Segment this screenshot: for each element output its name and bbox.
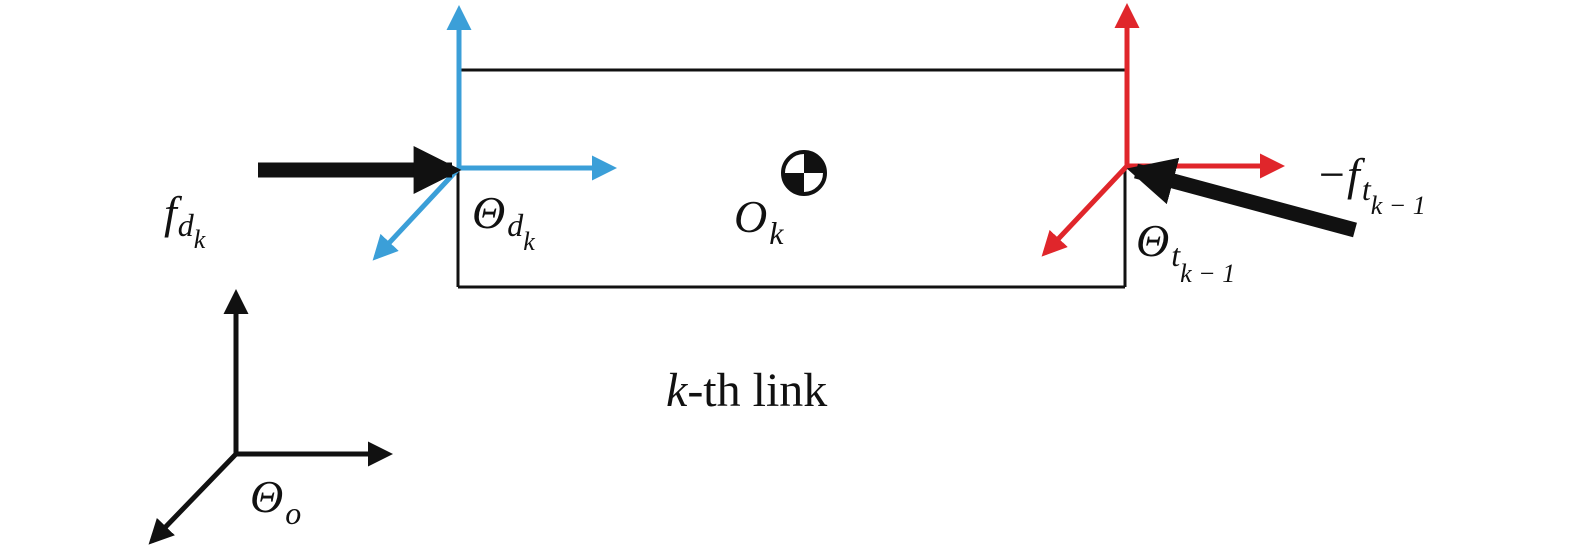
com-label: Ok — [734, 191, 784, 251]
link-caption: k-th link — [666, 364, 827, 417]
force-d-label: fdk — [164, 187, 206, 254]
frame-o-z-axis — [148, 452, 238, 545]
frame-t-z-axis — [1041, 164, 1129, 257]
frame-o-axes — [148, 289, 393, 545]
force-t-label: −ftk − 1 — [1316, 149, 1426, 220]
center-of-mass-icon — [781, 150, 827, 196]
frame-o-label: Θo — [250, 471, 301, 531]
frame-t-label: Θtk − 1 — [1136, 215, 1235, 288]
frame-d-label: Θdk — [472, 187, 535, 256]
force-t-arrow — [1126, 157, 1357, 238]
frame-d-z-axis — [372, 166, 461, 261]
